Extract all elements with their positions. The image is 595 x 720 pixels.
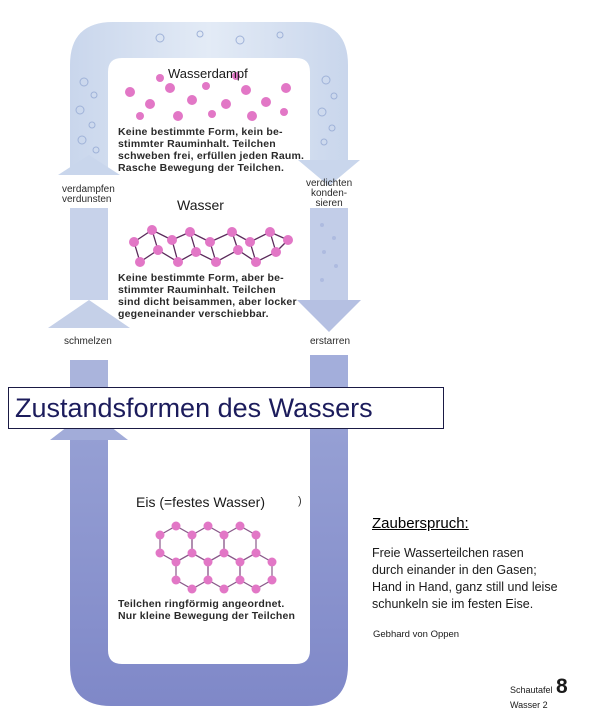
gas-label: Wasserdampf	[168, 66, 248, 81]
vapour-loop	[70, 22, 348, 175]
ice-right-top	[310, 355, 348, 387]
sheet-label: Schautafel	[510, 685, 553, 695]
liquid-particles	[129, 225, 293, 267]
title-box: Zustandsformen des Wassers	[8, 387, 444, 429]
spell-text: Freie Wasserteilchen rasen durch einande…	[372, 546, 558, 611]
arrow-up-vapour	[58, 155, 120, 175]
solid-description: Teilchen ringförmig angeordnet. Nur klei…	[118, 598, 296, 622]
sheet-subtitle: Wasser 2	[510, 700, 548, 710]
freeze-label: erstarren	[310, 336, 351, 347]
melt-label: schmelzen	[64, 336, 112, 347]
condense-label: verdichten konden- sieren	[306, 178, 353, 209]
spell-author: Gebhard von Oppen	[373, 629, 460, 640]
solid-label: Eis (=festes Wasser)	[136, 494, 266, 510]
ice-particles	[155, 521, 277, 594]
liquid-texture	[320, 223, 338, 282]
liquid-left-shaft	[70, 208, 108, 300]
spell-title: Zauberspruch:	[372, 515, 469, 532]
ice-paren: )	[298, 495, 302, 507]
sheet-number: 8	[556, 675, 568, 698]
arrow-down-vapour	[298, 160, 360, 186]
arrow-down-liquid	[297, 300, 361, 332]
liquid-right-shaft	[310, 208, 348, 300]
gas-particles	[125, 72, 291, 121]
ice-left-top	[70, 360, 108, 390]
page-title: Zustandsformen des Wassers	[15, 393, 373, 423]
vapour-texture	[75, 30, 338, 154]
liquid-description: Keine bestimmte Form, aber be- stimmter …	[118, 272, 297, 320]
evaporate-label: verdampfen verdunsten	[62, 184, 115, 205]
arrow-up-liquid	[48, 300, 130, 328]
liquid-label: Wasser	[177, 197, 224, 213]
gas-description: Keine bestimmte Form, kein be- stimmter …	[118, 126, 305, 174]
